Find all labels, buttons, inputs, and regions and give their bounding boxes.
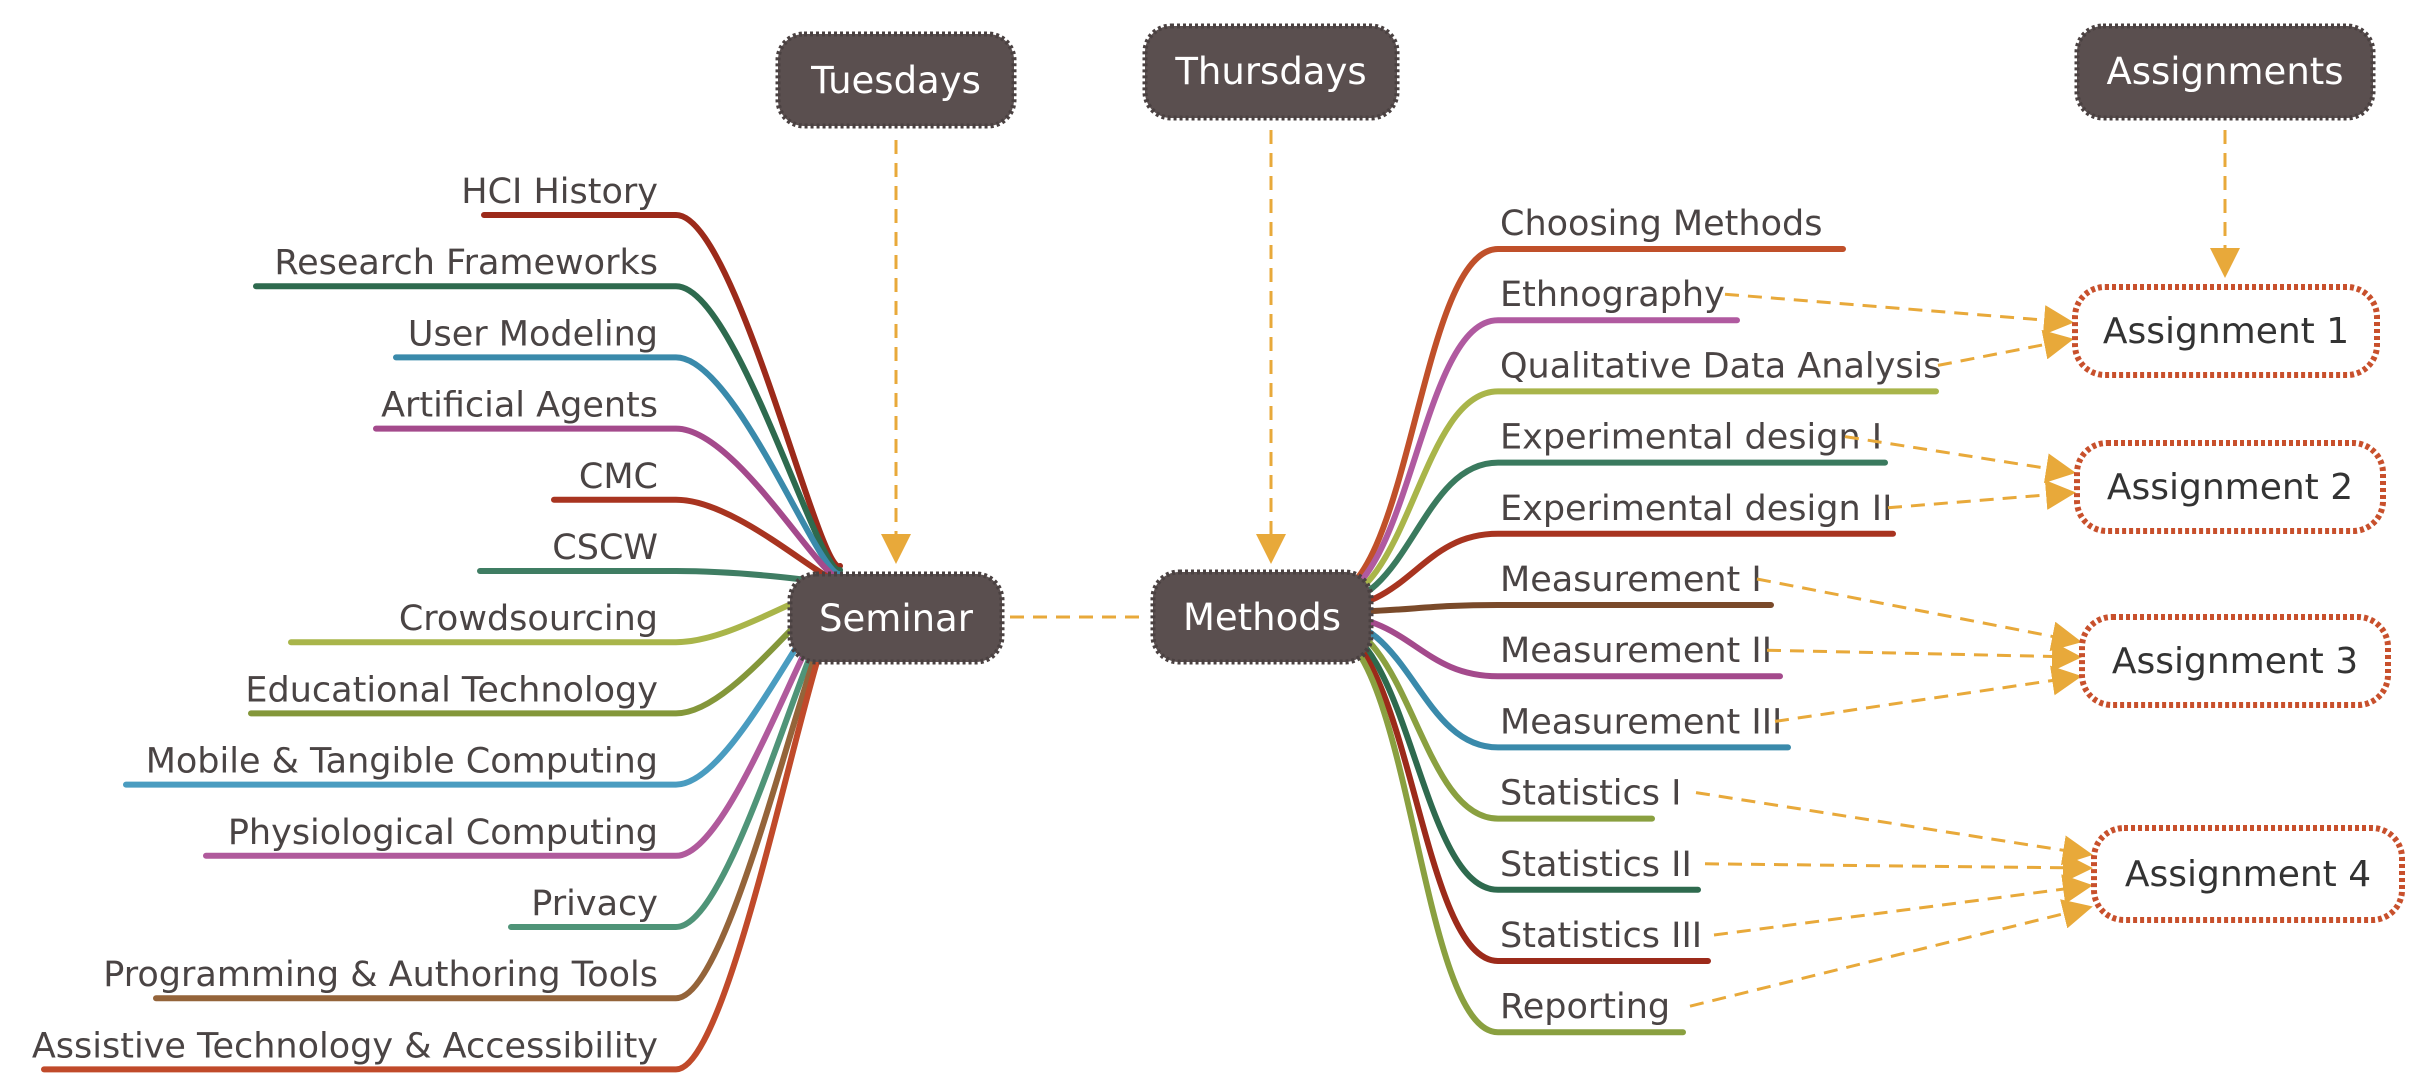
arrow-measurement-i-to-assignment-3 (1756, 577, 2082, 652)
assignment-4-frame (2091, 825, 2405, 923)
tuesdays-label: Tuesdays (810, 59, 981, 102)
seminar-topic-assistive-technology-and-accessibility[interactable]: Assistive Technology & Accessibility (32, 1026, 658, 1066)
methods-topic-measurement-i[interactable]: Measurement I (1500, 560, 1762, 600)
methods-topic-qualitative-data-analysis[interactable]: Qualitative Data Analysis (1500, 346, 1942, 386)
methods-topic-experimental-design-ii[interactable]: Experimental design II (1500, 489, 1892, 529)
topic-to-assignment-arrows (1689, 292, 2093, 1008)
methods-topic-statistics-ii[interactable]: Statistics II (1500, 845, 1692, 885)
arrow-statistics-i-to-assignment-4 (1695, 791, 2093, 866)
assignments-header[interactable]: Assignments (2074, 23, 2376, 121)
arrow-experimental-design-i-to-assignment-2 (1844, 435, 2076, 484)
assignment-1-box[interactable]: Assignment 1 (2072, 284, 2380, 378)
methods-label: Methods (1183, 596, 1341, 639)
thursdays-bubble (1142, 23, 1400, 121)
methods-topic-choosing-methods[interactable]: Choosing Methods (1500, 204, 1822, 244)
arrow-reporting-to-assignment-4 (1689, 899, 2093, 1008)
seminar-label: Seminar (819, 597, 974, 640)
thursdays-header[interactable]: Thursdays (1142, 23, 1400, 121)
assignment-3-frame (2079, 614, 2391, 708)
seminar-topic-privacy[interactable]: Privacy (531, 884, 658, 924)
seminar-branch-artificial-agents (373, 425, 843, 581)
assignments-bubble (2074, 23, 2376, 121)
seminar-bubble (787, 571, 1005, 665)
arrow-ethnography-to-assignment-1 (1724, 292, 2074, 336)
seminar-hub[interactable]: Seminar (787, 571, 1005, 665)
seminar-branch-hci-history (481, 212, 843, 570)
methods-topic-measurement-iii[interactable]: Measurement III (1500, 702, 1782, 742)
seminar-topic-educational-technology[interactable]: Educational Technology (245, 670, 658, 710)
seminar-topic-research-frameworks[interactable]: Research Frameworks (274, 243, 658, 283)
seminar-topic-mobile-and-tangible-computing[interactable]: Mobile & Tangible Computing (146, 742, 658, 782)
methods-topic-measurement-ii[interactable]: Measurement II (1500, 631, 1772, 671)
seminar-branch-research-frameworks (253, 283, 843, 574)
seminar-branch-user-modeling (393, 354, 843, 577)
assignment-1-frame (2072, 284, 2380, 378)
methods-bubble (1150, 569, 1374, 665)
seminar-branch-cscw (477, 568, 843, 589)
connectors-layer (881, 130, 2240, 619)
tuesdays-header[interactable]: Tuesdays (775, 31, 1017, 129)
methods-branch-measurement-i (1317, 602, 1774, 615)
methods-branch-reporting (1317, 626, 1686, 1036)
seminar-branch-programming-and-authoring-tools (153, 605, 843, 1002)
methods-hub[interactable]: Methods (1150, 569, 1374, 665)
seminar-topic-user-modeling[interactable]: User Modeling (408, 314, 658, 354)
assignments-label: Assignments (2106, 50, 2343, 93)
methods-topic-reporting[interactable]: Reporting (1500, 987, 1670, 1027)
tuesdays-bubble (775, 31, 1017, 129)
assignment-3-box[interactable]: Assignment 3 (2079, 614, 2391, 708)
seminar-topic-artificial-agents[interactable]: Artificial Agents (381, 386, 658, 426)
seminar-topic-programming-and-authoring-tools[interactable]: Programming & Authoring Tools (103, 955, 658, 995)
seminar-topic-cscw[interactable]: CSCW (552, 528, 658, 568)
seminar-topic-cmc[interactable]: CMC (579, 457, 658, 497)
seminar-topic-hci-history[interactable]: HCI History (461, 172, 658, 212)
assignment-1-label: Assignment 1 (2103, 311, 2349, 352)
assignment-2-frame (2074, 440, 2386, 534)
methods-topic-statistics-iii[interactable]: Statistics III (1500, 916, 1702, 956)
arrow-statistics-ii-to-assignment-4 (1704, 852, 2093, 883)
seminar-topic-crowdsourcing[interactable]: Crowdsourcing (399, 599, 658, 639)
thursdays-label: Thursdays (1174, 50, 1366, 93)
assignment-2-label: Assignment 2 (2107, 467, 2353, 508)
arrow-measurement-iii-to-assignment-3 (1774, 665, 2082, 723)
assignment-4-box[interactable]: Assignment 4 (2091, 825, 2405, 923)
assignment-4-label: Assignment 4 (2125, 854, 2371, 895)
assignment-3-label: Assignment 3 (2112, 641, 2358, 682)
methods-topic-ethnography[interactable]: Ethnography (1500, 275, 1725, 315)
seminar-topic-physiological-computing[interactable]: Physiological Computing (228, 813, 658, 853)
assignment-2-box[interactable]: Assignment 2 (2074, 440, 2386, 534)
arrow-measurement-ii-to-assignment-3 (1766, 641, 2082, 672)
methods-topic-experimental-design-i[interactable]: Experimental design I (1500, 418, 1882, 458)
arrow-experimental-design-ii-to-assignment-2 (1887, 479, 2076, 510)
methods-topic-statistics-i[interactable]: Statistics I (1500, 774, 1681, 814)
arrow-statistics-iii-to-assignment-4 (1713, 874, 2093, 937)
arrow-qualitative-data-analysis-to-assignment-1 (1937, 329, 2074, 367)
